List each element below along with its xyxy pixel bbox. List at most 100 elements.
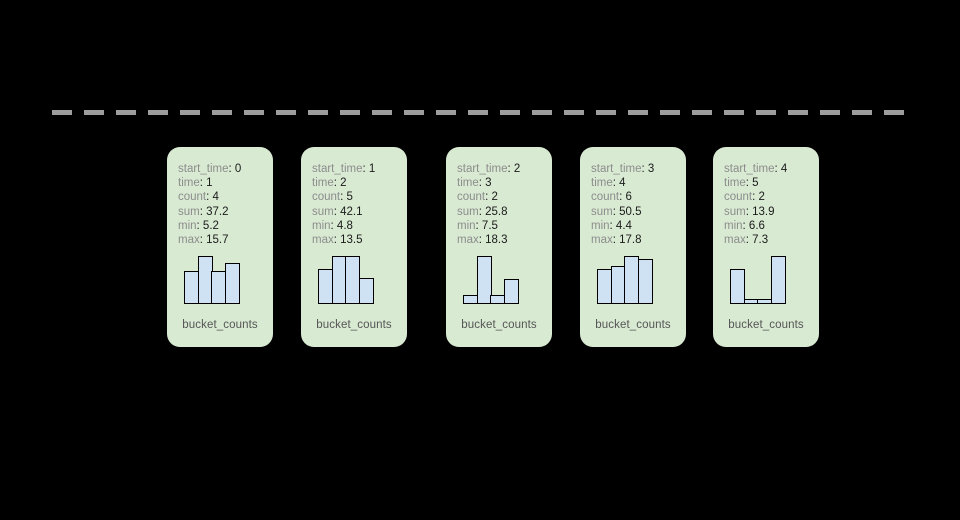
field-row-sum: sum: 37.2 [178,205,229,218]
histogram-bar [503,279,520,304]
field-key-time: time [178,177,200,190]
field-row-max: max: 15.7 [178,234,229,247]
field-key-time: time [591,177,613,190]
field-key-count: count [724,191,753,204]
field-key-start-time: start_time [312,163,363,175]
field-key-min: min [591,219,610,232]
field-row-min: min: 4.8 [312,219,353,232]
field-row-sum: sum: 13.9 [724,205,775,218]
field-value-count: 5 [346,191,353,204]
field-row-min: min: 6.6 [724,219,765,232]
field-key-count: count [178,191,207,204]
field-value-start-time: 2 [513,163,521,175]
field-row-max: max: 18.3 [457,234,508,247]
field-key-sum: sum [457,205,479,218]
field-row-count: count: 6 [591,191,632,204]
field-row-count: count: 2 [724,191,765,204]
bucket-counts-caption: bucket_counts [182,319,258,331]
field-key-time: time [312,177,334,190]
field-value-min: 4.8 [336,219,353,232]
bucket-counts-histogram [318,256,375,304]
field-value-time: 4 [619,177,626,190]
dashed-divider [52,110,913,115]
field-key-max: max [178,234,200,247]
bucket-counts-caption: bucket_counts [316,319,392,331]
field-row-start-time: start_time: 3 [591,163,655,175]
field-value-sum: 13.9 [752,205,775,218]
field-row-max: max: 7.3 [724,234,769,247]
field-key-count: count [591,191,620,204]
field-value-start-time: 4 [780,163,788,175]
bucket-counts-histogram [730,256,787,304]
field-row-min: min: 5.2 [178,219,219,232]
field-value-sum: 42.1 [340,205,363,218]
field-row-time: time: 1 [178,177,213,190]
field-value-min: 6.6 [748,219,765,232]
field-key-sum: sum [591,205,613,218]
field-value-count: 2 [758,191,765,204]
field-row-time: time: 3 [457,177,492,190]
field-value-min: 7.5 [481,219,498,232]
field-value-start-time: 1 [368,163,376,175]
field-key-time: time [724,177,746,190]
field-value-max: 18.3 [485,234,508,247]
field-value-count: 6 [625,191,632,204]
field-row-start-time: start_time: 0 [178,163,242,175]
field-key-start-time: start_time [457,163,508,175]
field-row-start-time: start_time: 4 [724,163,788,175]
field-value-time: 3 [485,177,492,190]
field-row-start-time: start_time: 1 [312,163,376,175]
field-row-count: count: 5 [312,191,353,204]
field-key-min: min [312,219,331,232]
bucket-counts-caption: bucket_counts [728,319,804,331]
field-row-min: min: 4.4 [591,219,632,232]
field-value-max: 13.5 [340,234,363,247]
histogram-bar [770,256,787,304]
field-row-count: count: 2 [457,191,498,204]
field-key-start-time: start_time [178,163,229,175]
bucket-counts-histogram [597,256,654,304]
field-row-time: time: 2 [312,177,347,190]
field-value-time: 1 [206,177,213,190]
field-key-start-time: start_time [724,163,775,175]
field-row-time: time: 4 [591,177,626,190]
field-value-max: 7.3 [752,234,769,247]
field-key-min: min [457,219,476,232]
field-row-count: count: 4 [178,191,219,204]
field-value-sum: 50.5 [619,205,642,218]
field-key-sum: sum [724,205,746,218]
histogram-bar [476,256,492,304]
field-value-max: 17.8 [619,234,642,247]
field-value-start-time: 3 [647,163,655,175]
field-row-sum: sum: 25.8 [457,205,508,218]
field-key-sum: sum [178,205,200,218]
field-key-min: min [178,219,197,232]
field-value-time: 2 [340,177,347,190]
histogram-bar [358,278,375,304]
histogram-bar [730,269,746,304]
field-key-time: time [457,177,479,190]
field-value-time: 5 [752,177,759,190]
field-value-count: 2 [491,191,498,204]
field-key-count: count [312,191,341,204]
field-key-start-time: start_time [591,163,642,175]
field-value-min: 4.4 [615,219,632,232]
field-row-sum: sum: 42.1 [312,205,363,218]
field-value-max: 15.7 [206,234,229,247]
field-key-count: count [457,191,486,204]
field-key-sum: sum [312,205,334,218]
field-value-sum: 25.8 [485,205,508,218]
field-row-max: max: 13.5 [312,234,363,247]
bucket-counts-histogram [184,256,241,304]
